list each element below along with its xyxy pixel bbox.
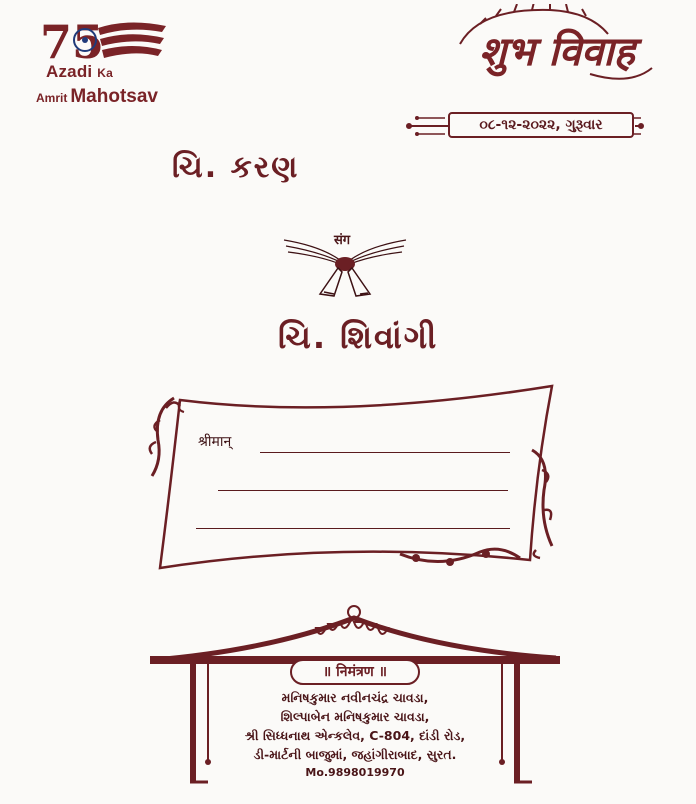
host-line-2: શિલ્પાબેન મનિષકુમાર ચાવડા,: [280, 709, 430, 724]
azadi-ka-amrit-mahotsav-logo: 75: [40, 15, 166, 69]
address-line-2: [218, 490, 508, 491]
host-line-1: મનિષકુમાર નવીનચંદ્ર ચાવડા,: [281, 690, 429, 705]
host-line-4: ડી-માર્ટની બાજુમાં, જહાંગીરાબાદ, સુરત.: [253, 747, 457, 762]
mobile-number: Mo.9898019970: [305, 766, 405, 779]
host-line-3: શ્રી સિધ્ધનાથ એન્કલેવ, C-804, દાંડી રોડ,: [244, 728, 466, 743]
wedding-date: ૦૮-૧૨-૨૦૨૨, ગુરૂવાર: [448, 112, 634, 138]
address-scroll-frame: [148, 384, 554, 570]
bride-name: ચિ. શિવાંગી: [278, 318, 439, 356]
address-line-1: [260, 452, 510, 453]
groom-name: ચિ. કરણ: [172, 150, 300, 185]
salutation-label: श्रीमान्: [198, 434, 232, 450]
logo-number: 75: [40, 15, 104, 69]
shubh-vivah-title: शुभ विवाह: [479, 28, 635, 75]
nimantran-label: ॥ निमंत्रण ॥: [290, 659, 420, 685]
sang-label: संग: [334, 233, 351, 248]
logo-text-line1: Azadi Ka: [46, 62, 114, 81]
date-connector-ornament: [406, 116, 644, 136]
wedding-knot-icon: [283, 239, 407, 297]
address-line-3: [196, 528, 510, 529]
shubh-vivah-ornament: [459, 4, 653, 80]
